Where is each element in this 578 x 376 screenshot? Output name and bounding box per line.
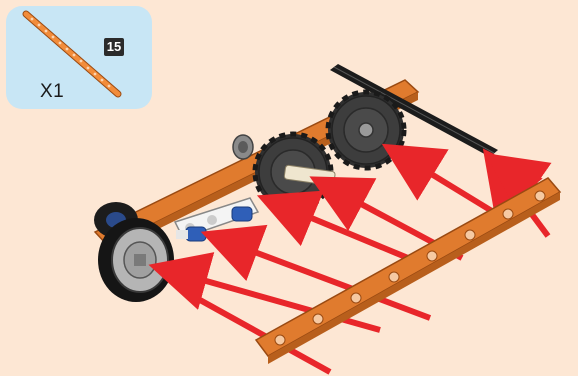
beam-icon: [6, 6, 152, 109]
gear-rear: [328, 92, 404, 168]
bushing: [233, 135, 253, 159]
gear-front: [255, 134, 335, 210]
beam-length-badge: 15: [104, 38, 124, 56]
parts-callout: 15 X1: [6, 6, 152, 109]
front-wheel: [98, 218, 174, 302]
quantity-label: X1: [40, 81, 64, 103]
